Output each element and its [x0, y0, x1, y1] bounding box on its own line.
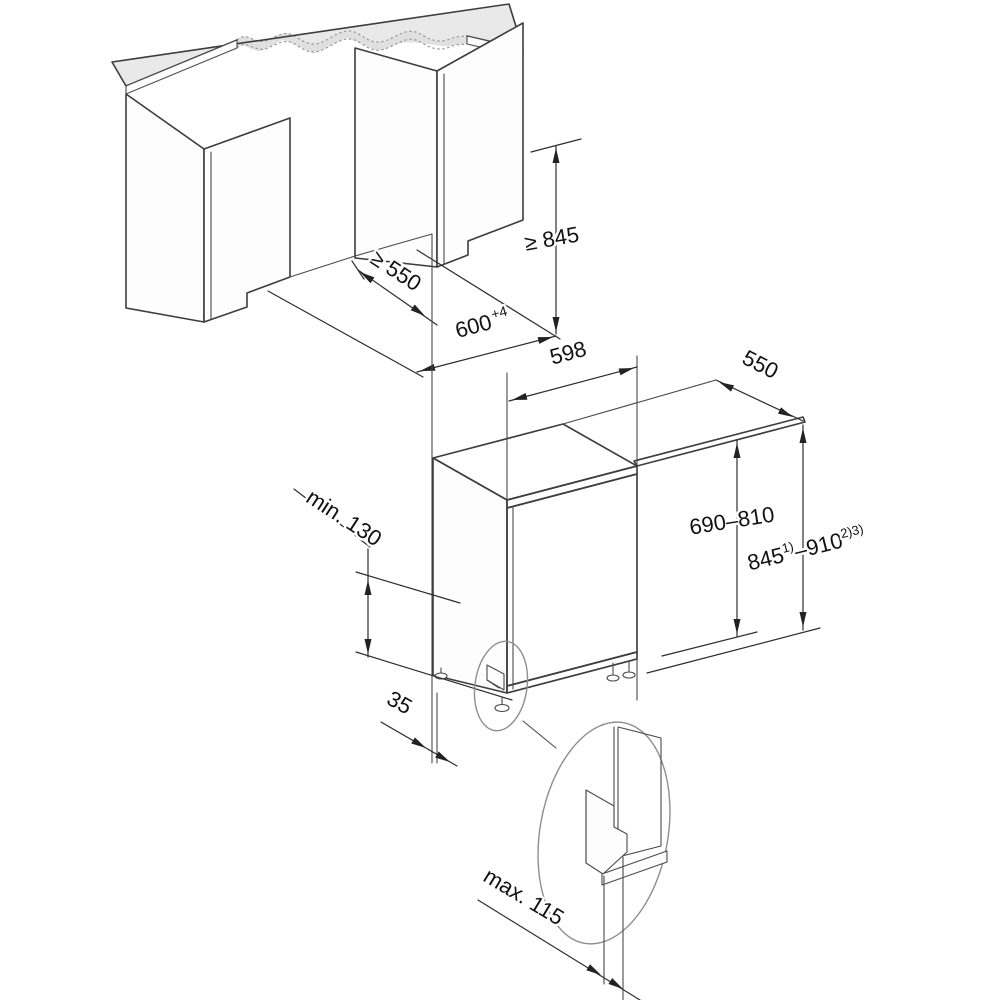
niche-floor-line: [289, 233, 433, 278]
detail-plinth-notch: [585, 789, 628, 875]
worktop-edge-band-top: [506, 465, 638, 509]
foot-callout-ellipse: [473, 640, 529, 732]
appliance-side-panel: [432, 457, 508, 694]
rear-offset-label: 35: [383, 686, 417, 720]
appliance-door: [506, 473, 638, 687]
niche-height-label: ≥ 845: [522, 222, 580, 256]
toe-kick-notch-line: [486, 679, 500, 689]
right-cabinet-side: [354, 47, 438, 268]
door-height-label: 690–810: [688, 502, 777, 540]
dim-plinth-height: max. 115: [477, 856, 642, 1000]
toe-kick-notch: [486, 664, 505, 691]
break-line-lower: [236, 38, 468, 53]
worktop-line: [562, 379, 806, 467]
detail-floor-slab: [601, 850, 668, 886]
left-cabinet-side: [125, 93, 205, 323]
callout-leader-line: [522, 720, 557, 749]
left-cabinet-front: [203, 117, 291, 323]
niche-view: ≥ 550 ≥ 845 600+4: [111, 3, 583, 378]
worktop-surface: [112, 4, 523, 86]
appliance-width-label: 598: [547, 336, 589, 370]
appliance-view: 598 550 690–810 8451)–9102)3): [293, 233, 868, 767]
total-height-label: 8451)–9102)3): [745, 521, 868, 575]
door-bottom-band: [506, 651, 638, 694]
detail-door-panel: [617, 726, 662, 858]
detail-ellipse: [537, 721, 671, 945]
appliance-depth-label: 550: [738, 345, 782, 384]
niche-width-label: 600+4: [452, 303, 512, 343]
niche-opening: [206, 42, 467, 148]
worktop-edge-left: [125, 39, 238, 95]
dim-appliance-width: 598: [508, 333, 638, 402]
plinth-detail-view: max. 115: [477, 721, 671, 1000]
dim-appliance-depth: 550: [719, 342, 793, 417]
plinth-clearance-label: min. 130: [302, 484, 386, 551]
dim-rear-offset: 35: [380, 683, 458, 767]
right-cabinet-front: [436, 22, 524, 268]
dim-niche-height: ≥ 845: [520, 138, 583, 335]
dim-total-height: 8451)–9102)3): [646, 424, 868, 674]
plinth-height-label: max. 115: [479, 863, 568, 930]
